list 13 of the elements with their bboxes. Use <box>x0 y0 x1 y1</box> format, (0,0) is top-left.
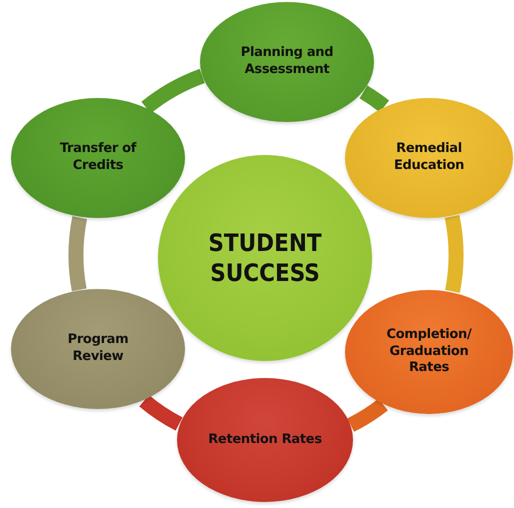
topic-label: Retention Rates <box>208 432 322 448</box>
ring-connector <box>444 215 464 293</box>
topic-label: Completion/ Graduation Rates <box>386 326 473 378</box>
ring-connector <box>139 394 183 431</box>
topic-label: Planning and Assessment <box>240 45 334 79</box>
ring-connector <box>360 86 389 112</box>
topic-label: Transfer of Credits <box>58 141 138 175</box>
center-title: STUDENT SUCCESS <box>207 228 323 288</box>
ring-connector <box>68 216 88 291</box>
ring-connector <box>142 69 206 114</box>
ring-connector <box>347 398 388 432</box>
topic-label: Program Review <box>66 332 130 366</box>
topic-label: Remedial Education <box>392 141 466 175</box>
